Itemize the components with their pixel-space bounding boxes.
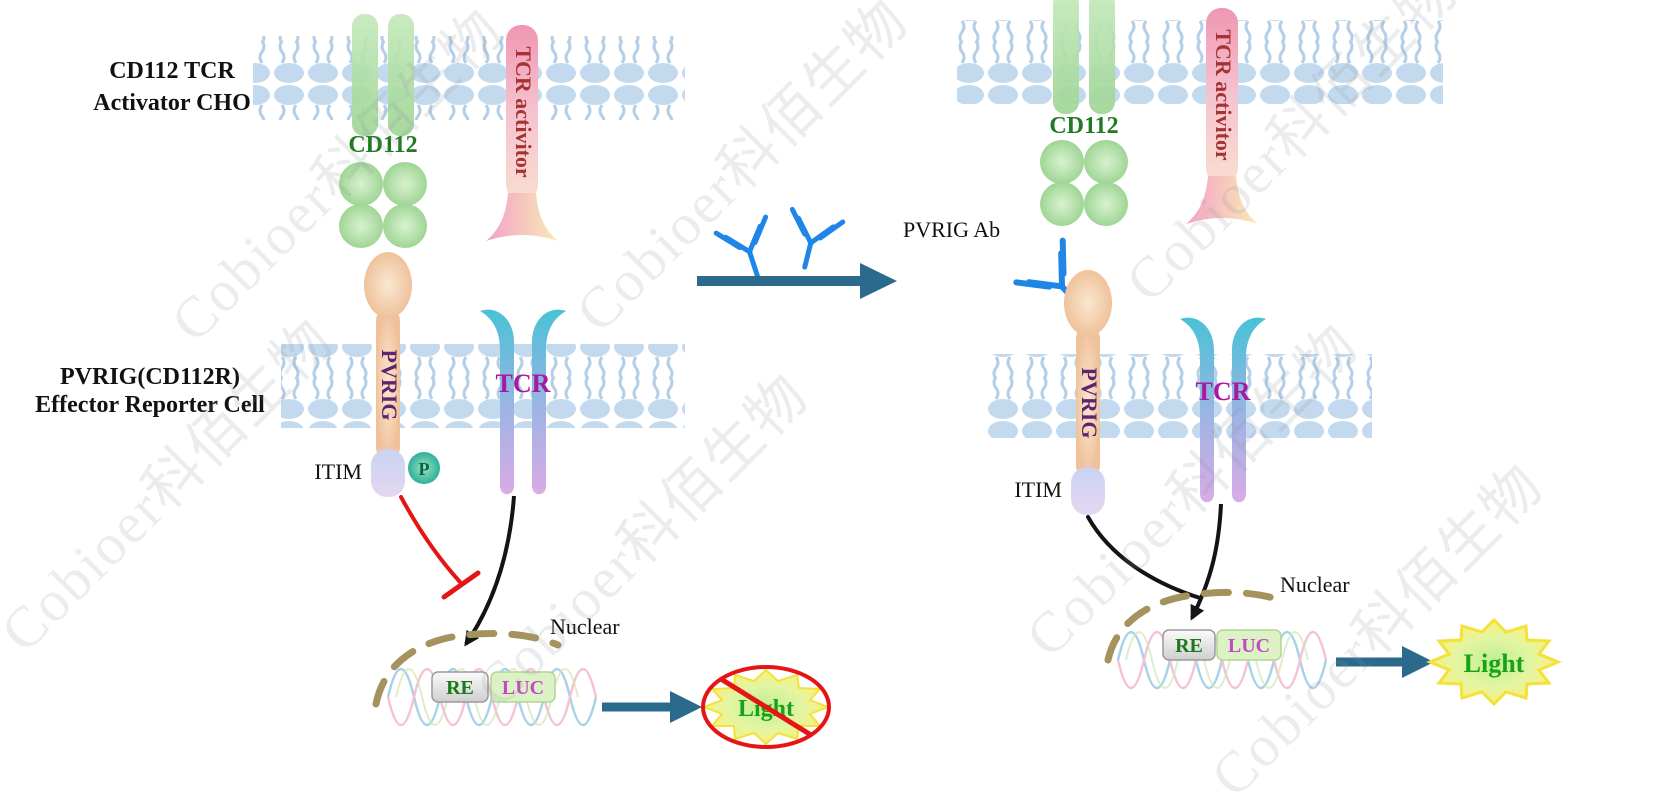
signal-arrow	[464, 495, 516, 647]
tcr-label: TCR	[1196, 377, 1251, 406]
effector-cell-label-line1: PVRIG(CD112R)	[60, 364, 240, 390]
light-output-blocked: Light	[701, 665, 831, 749]
re-box	[431, 671, 489, 703]
phospho-site: P	[408, 452, 440, 484]
right-panel: CD112 TCR activitor PVRIG Ab PVRIG ITIM …	[903, 0, 1562, 707]
luc-label: LUC	[502, 677, 544, 699]
reporter-construct: RE LUC	[431, 671, 556, 703]
watermark-text: Cobioer科佰生物	[1198, 451, 1556, 796]
luc-label: LUC	[1228, 635, 1270, 657]
re-label: RE	[1175, 635, 1203, 657]
luc-box	[1216, 629, 1282, 661]
effector-membrane	[986, 354, 1372, 438]
re-box	[1162, 629, 1216, 661]
activator-membrane	[957, 20, 1443, 104]
antibody-icon	[780, 209, 843, 273]
light-starburst	[1426, 617, 1562, 707]
tcr-activator-label: TCR activitor	[511, 46, 536, 178]
cd112-label: CD112	[1049, 113, 1118, 139]
watermark-text: Cobioer科佰生物	[0, 306, 346, 664]
nuclear-label: Nuclear	[550, 614, 620, 639]
nuclear-membrane	[1104, 588, 1290, 664]
prohibition-circle	[701, 665, 831, 749]
reporter-construct: RE LUC	[1162, 629, 1282, 661]
itim-label: ITIM	[1014, 477, 1062, 502]
pvrig-ab-label: PVRIG Ab	[903, 217, 1000, 242]
tcr-activator-label: TCR activitor	[1211, 29, 1236, 161]
result-arrow	[1336, 646, 1434, 678]
pvrig-label: PVRIG	[377, 350, 402, 421]
treatment-arrow	[697, 263, 897, 299]
prohibition-slash	[719, 676, 813, 738]
activator-cell-label-line1: CD112 TCR	[109, 58, 235, 84]
light-label: Light	[1464, 649, 1525, 678]
cd112-label: CD112	[348, 132, 417, 158]
re-label: RE	[446, 677, 474, 699]
effector-membrane	[281, 344, 685, 428]
itim-label: ITIM	[314, 459, 362, 484]
nuclear-label: Nuclear	[1280, 572, 1350, 597]
luc-box	[490, 671, 556, 703]
nuclear-membrane	[372, 630, 562, 708]
tcr-label: TCR	[496, 369, 551, 398]
watermark-layer: Cobioer科佰生物 Cobioer科佰生物 Cobioer科佰生物 Cobi…	[0, 0, 1556, 796]
itim-signal-line	[1086, 515, 1202, 600]
activator-cell-label-line2: Activator CHO	[93, 90, 251, 116]
treatment-group	[697, 209, 897, 299]
result-arrow	[602, 691, 702, 723]
pvrig-label: PVRIG	[1077, 368, 1102, 439]
signal-arrow	[1190, 503, 1223, 621]
light-output: Light	[1426, 617, 1562, 707]
phospho-circle	[408, 452, 440, 484]
inhibition-bar	[441, 570, 481, 600]
phospho-label: P	[419, 459, 430, 479]
left-panel: CD112 TCR Activator CHO CD112 TCR activi…	[35, 14, 831, 749]
activator-membrane	[253, 36, 685, 120]
effector-cell-label-line2: Effector Reporter Cell	[35, 392, 265, 418]
inhibition-line	[399, 495, 462, 584]
